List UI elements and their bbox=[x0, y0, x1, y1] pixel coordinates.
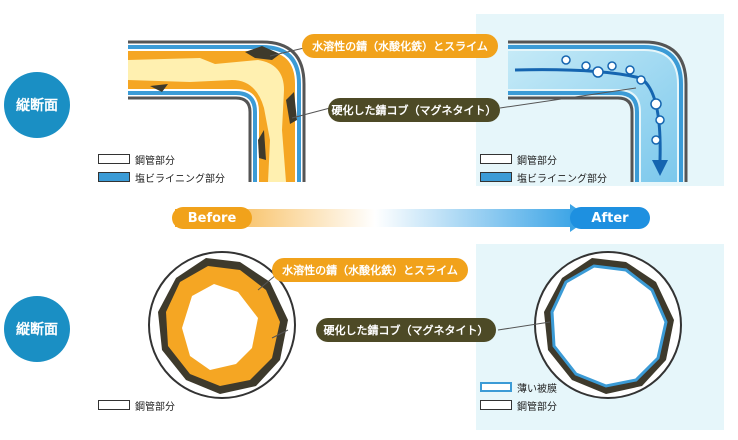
transition-arrow-bar bbox=[175, 209, 575, 227]
callout-magnetite-bottom: 硬化した錆コブ（マグネタイト） bbox=[316, 318, 496, 342]
callout-rust-slime-top: 水溶性の錆（水酸化鉄）とスライム bbox=[302, 34, 498, 58]
legend-swatch-blue bbox=[98, 172, 130, 182]
legend-swatch-blue bbox=[480, 172, 512, 182]
leader-line bbox=[497, 321, 551, 331]
legend-label: 塩ビライニング部分 bbox=[135, 173, 225, 185]
legend-thin-film-after-bottom: 薄い被膜 bbox=[480, 380, 557, 395]
legend-label: 鋼管部分 bbox=[135, 401, 175, 413]
legend-steel-pipe-after-bottom: 鋼管部分 bbox=[480, 398, 557, 413]
callout-magnetite-top: 硬化した錆コブ（マグネタイト） bbox=[328, 98, 500, 122]
section-label-top: 縦断面 bbox=[4, 72, 70, 138]
before-elbow-pipe bbox=[128, 40, 306, 182]
legend-swatch-blue-outline bbox=[480, 382, 512, 392]
after-label: After bbox=[570, 207, 650, 229]
after-elbow-pipe bbox=[508, 40, 688, 182]
legend-steel-pipe-before-top: 鋼管部分 bbox=[98, 152, 175, 167]
legend-steel-pipe-before-bottom: 鋼管部分 bbox=[98, 398, 175, 413]
section-label-bottom: 縦断面 bbox=[4, 296, 70, 362]
legend-pvc-lining-after-top: 塩ビライニング部分 bbox=[480, 170, 607, 185]
before-label: Before bbox=[172, 207, 252, 229]
legend-swatch-white bbox=[98, 400, 130, 410]
legend-label: 鋼管部分 bbox=[517, 401, 557, 413]
legend-label: 塩ビライニング部分 bbox=[517, 173, 607, 185]
leader-line bbox=[291, 107, 331, 119]
leader-line bbox=[499, 87, 637, 109]
legend-label: 鋼管部分 bbox=[517, 155, 557, 167]
callout-rust-slime-bottom: 水溶性の錆（水酸化鉄）とスライム bbox=[272, 258, 468, 282]
legend-swatch-white bbox=[480, 154, 512, 164]
legend-label: 薄い被膜 bbox=[517, 383, 557, 395]
legend-swatch-white bbox=[480, 400, 512, 410]
after-cross-section bbox=[534, 251, 682, 399]
legend-steel-pipe-after-top: 鋼管部分 bbox=[480, 152, 557, 167]
legend-pvc-lining-before-top: 塩ビライニング部分 bbox=[98, 170, 225, 185]
legend-label: 鋼管部分 bbox=[135, 155, 175, 167]
legend-swatch-white bbox=[98, 154, 130, 164]
leader-line bbox=[269, 47, 305, 57]
leader-line bbox=[271, 329, 289, 339]
before-cross-section bbox=[148, 251, 296, 399]
